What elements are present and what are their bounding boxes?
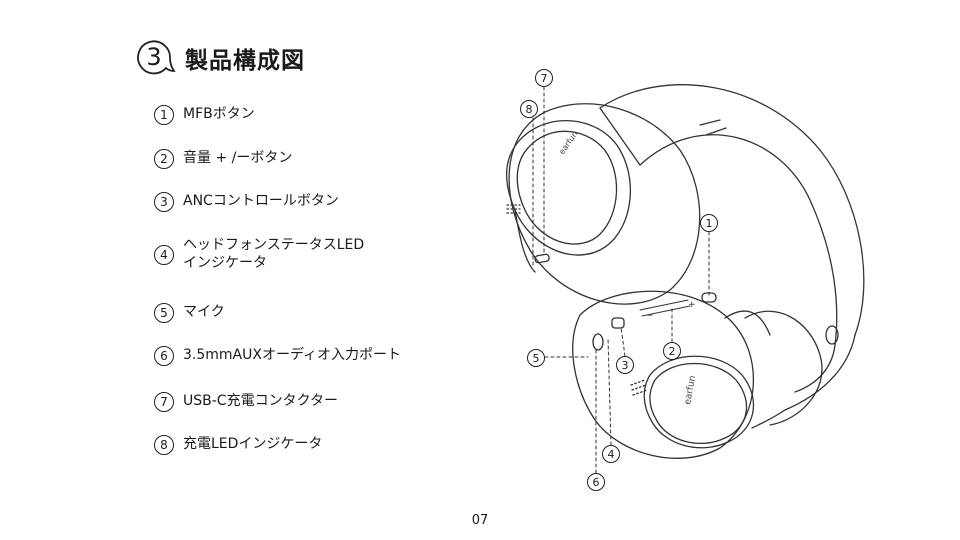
part-label: ANCコントロールボタン	[183, 193, 339, 209]
page-number: 07	[471, 513, 489, 528]
part-item-charge-led: 8 充電LEDインジケータ	[154, 435, 322, 455]
part-number-marker: 2	[154, 149, 174, 169]
section-number-badge: 3	[136, 38, 176, 78]
part-label: 音量 + /ーボタン	[183, 150, 293, 166]
part-item-volume-buttons: 2 音量 + /ーボタン	[154, 149, 292, 169]
part-number-marker: 6	[154, 346, 174, 366]
section-title: 3 製品構成図	[136, 38, 305, 78]
parts-list: 1 MFBボタン 2 音量 + /ーボタン 3 ANCコントロールボタン 4 ヘ…	[154, 0, 454, 540]
part-label: 3.5mmAUXオーディオ入力ポート	[183, 347, 401, 363]
part-label: ヘッドフォンステータスLED インジケータ	[183, 237, 365, 271]
section-number: 3	[146, 43, 162, 71]
callout-6: 6	[587, 473, 605, 491]
part-item-status-led: 4 ヘッドフォンステータスLED インジケータ	[154, 236, 364, 272]
brand-logo-lower: earfun	[683, 375, 698, 406]
callout-2: 2	[663, 342, 681, 360]
callout-8: 8	[520, 100, 538, 118]
callout-7: 7	[535, 69, 553, 87]
part-item-microphone: 5 マイク	[154, 303, 225, 323]
part-number-marker: 5	[154, 303, 174, 323]
part-label: 充電LEDインジケータ	[183, 436, 323, 452]
part-label: マイク	[183, 304, 225, 320]
part-number-marker: 3	[154, 192, 174, 212]
part-number-marker: 1	[154, 105, 174, 125]
section-heading: 製品構成図	[185, 48, 305, 74]
part-item-usb-c-contact: 7 USB-C充電コンタクター	[154, 392, 338, 412]
part-number-marker: 4	[154, 245, 174, 265]
upper-ear-cup	[505, 103, 701, 305]
headband	[599, 84, 865, 336]
volume-plus-glyph: +	[688, 300, 696, 310]
volume-minus-glyph: −	[646, 311, 654, 321]
lower-ear-cup	[572, 290, 771, 459]
callout-4: 4	[602, 445, 620, 463]
callout-1: 1	[700, 214, 718, 232]
callout-3: 3	[616, 356, 634, 374]
part-number-marker: 8	[154, 435, 174, 455]
part-label: USB-C充電コンタクター	[183, 393, 339, 409]
callout-5: 5	[527, 349, 545, 367]
part-item-mfb-button: 1 MFBボタン	[154, 105, 255, 125]
part-number-marker: 7	[154, 392, 174, 412]
part-label: MFBボタン	[183, 106, 255, 122]
part-item-anc-button: 3 ANCコントロールボタン	[154, 192, 339, 212]
brand-logo-upper: earfun	[557, 130, 579, 157]
part-item-aux-port: 6 3.5mmAUXオーディオ入力ポート	[154, 346, 401, 366]
